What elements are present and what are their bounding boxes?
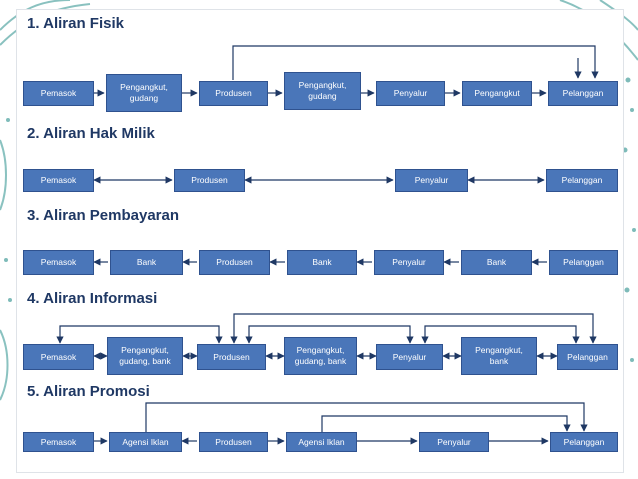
node-penyalur: Penyalur xyxy=(376,81,445,106)
node-penyalur: Penyalur xyxy=(376,344,443,370)
node-pengangkut-gudang-bank: Pengangkut, gudang, bank xyxy=(284,337,357,375)
node-pengangkut-gudang: Pengangkut, gudang xyxy=(284,72,361,110)
node-bank: Bank xyxy=(110,250,183,275)
node-produsen: Produsen xyxy=(174,169,245,192)
section-title-aliran-hak-milik: 2. Aliran Hak Milik xyxy=(27,125,155,142)
node-pengangkut-gudang-bank: Pengangkut, gudang, bank xyxy=(107,337,183,375)
node-pelanggan: Pelanggan xyxy=(546,169,618,192)
section-title-aliran-pembayaran: 3. Aliran Pembayaran xyxy=(27,207,180,224)
section-title-aliran-promosi: 5. Aliran Promosi xyxy=(27,383,150,400)
node-pengangkut: Pengangkut xyxy=(462,81,532,106)
node-pemasok: Pemasok xyxy=(23,344,94,370)
node-pengangkut-bank: Pengangkut, bank xyxy=(461,337,537,375)
node-pemasok: Pemasok xyxy=(23,81,94,106)
node-pemasok: Pemasok xyxy=(23,169,94,192)
section-title-aliran-fisik: 1. Aliran Fisik xyxy=(27,15,124,32)
node-penyalur: Penyalur xyxy=(395,169,468,192)
node-agensi-iklan: Agensi Iklan xyxy=(109,432,182,452)
node-pelanggan: Pelanggan xyxy=(549,250,618,275)
node-produsen: Produsen xyxy=(199,81,268,106)
node-bank: Bank xyxy=(287,250,357,275)
node-penyalur: Penyalur xyxy=(419,432,489,452)
node-bank: Bank xyxy=(461,250,532,275)
node-pelanggan: Pelanggan xyxy=(557,344,618,370)
node-agensi-iklan: Agensi Iklan xyxy=(286,432,357,452)
node-pelanggan: Pelanggan xyxy=(550,432,618,452)
node-pemasok: Pemasok xyxy=(23,432,94,452)
node-penyalur: Penyalur xyxy=(374,250,444,275)
node-pelanggan: Pelanggan xyxy=(548,81,618,106)
node-produsen: Produsen xyxy=(199,250,270,275)
node-pengangkut-gudang: Pengangkut, gudang xyxy=(106,74,182,112)
section-title-aliran-informasi: 4. Aliran Informasi xyxy=(27,290,158,307)
node-produsen: Produsen xyxy=(199,432,268,452)
node-produsen: Produsen xyxy=(197,344,266,370)
node-pemasok: Pemasok xyxy=(23,250,94,275)
